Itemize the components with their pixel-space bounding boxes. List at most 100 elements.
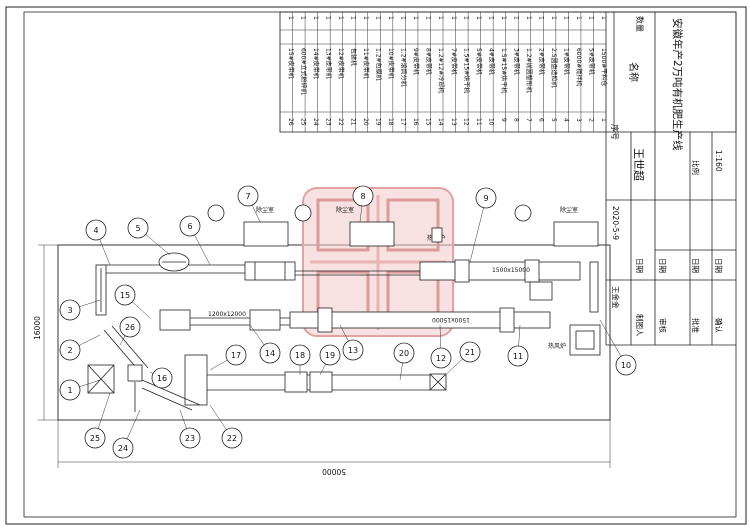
bom-item-number: 22 <box>337 118 344 126</box>
bom-item-number: 16 <box>412 118 419 126</box>
bom-item-number: 15 <box>425 118 432 126</box>
callout-circle <box>179 215 201 237</box>
dust-room-label-3: 除尘室 <box>560 206 578 214</box>
callout-number: 10 <box>621 361 631 370</box>
row-label-approve: 批准 <box>691 318 701 333</box>
callout-number: 6 <box>187 222 192 231</box>
dim-height-label: 16000 <box>33 316 42 340</box>
bom-item-qty: 1 <box>525 16 532 20</box>
bom-item-qty: 1 <box>312 16 319 20</box>
date-label-0: 日期 <box>635 258 644 273</box>
bom-item-number: 3 <box>575 118 582 122</box>
bom-item-number: 24 <box>312 118 319 126</box>
bom-item-number: 7 <box>525 118 532 122</box>
bom-header-qty: 数量 <box>635 16 645 32</box>
callout-number: 7 <box>245 192 250 201</box>
bom-item-name: 1.2#抛圆整形机 <box>525 48 533 93</box>
bom-item-number: 17 <box>400 118 407 126</box>
bom-item-qty: 1 <box>387 16 394 20</box>
callout-number: 17 <box>231 351 241 360</box>
bom-item-number: 18 <box>387 118 394 126</box>
bom-item-qty: 1 <box>538 16 545 20</box>
callout-circle <box>430 347 452 369</box>
callout-number: 20 <box>399 349 409 358</box>
callout-number: 4 <box>93 226 98 235</box>
bom-item-name: 600#立式粉碎机 <box>299 48 307 94</box>
engineer-name: 王金金 <box>611 286 621 309</box>
bom-item-qty: 1 <box>600 16 607 20</box>
row-label-review: 审核 <box>658 318 668 333</box>
callout-circle <box>59 379 81 401</box>
callout-number: 2 <box>67 346 72 355</box>
callout-number: 22 <box>227 434 237 443</box>
bom-item-name: 1.2#12#冷却机 <box>437 48 445 93</box>
bom-item-name: 1500#平料仓 <box>600 48 608 86</box>
dimension-width: 50000 <box>57 420 611 476</box>
callout-circle <box>221 427 243 449</box>
callout-number: 12 <box>436 354 446 363</box>
bom-item-qty: 1 <box>437 16 444 20</box>
bom-item-number: 4 <box>563 118 570 122</box>
callout-circle <box>85 219 107 241</box>
bom-item-number: 10 <box>487 118 494 126</box>
callout-number: 9 <box>483 194 488 203</box>
callout-number: 3 <box>67 306 72 315</box>
bom-item-qty: 1 <box>588 16 595 20</box>
callout-number: 21 <box>465 348 475 357</box>
bom-item-qty: 1 <box>500 16 507 20</box>
title-block: 王世超 比例 1:160 2020-5-9 日期 日期 日期 王金金 制图人 审… <box>605 132 736 346</box>
dryer-1-dim: 1500x15000 <box>492 267 530 274</box>
scale-label: 比例 <box>691 160 701 175</box>
row-label-confirm: 确认 <box>714 318 724 333</box>
callout-circle <box>615 354 637 376</box>
date-label-2: 日期 <box>691 258 700 273</box>
callout-circle <box>459 341 481 363</box>
bom-item-name: 5#皮带机 <box>588 48 596 75</box>
bom-item-name: 11#皮带机 <box>362 48 370 79</box>
bom-item-number: 25 <box>299 118 306 126</box>
date-label-3: 日期 <box>714 258 723 273</box>
callout-circle <box>319 344 341 366</box>
callout-circle <box>342 339 364 361</box>
bom-item-name: 10#皮带机 <box>387 48 395 79</box>
callout-circle <box>119 316 141 338</box>
bom-item-number: 8 <box>512 118 519 122</box>
callout-circle <box>151 367 173 389</box>
bill-of-materials-table: 11500#平料仓125#皮带机136000#搅拌机141#皮带机152.5圆盘… <box>279 11 737 151</box>
bom-item-name: 4#皮带机 <box>487 48 495 75</box>
callout-circle <box>393 342 415 364</box>
company-seal-stamp <box>302 187 454 337</box>
bom-item-number: 6 <box>538 118 545 122</box>
callout-circle <box>507 345 529 367</box>
bom-item-name: 9#皮带机 <box>412 48 420 75</box>
bom-item-name: 1.5#15#烘干机 <box>462 48 470 93</box>
bom-item-name: 2.5圆盘造粒机 <box>550 48 558 88</box>
bom-header-name: 名称 <box>627 62 640 82</box>
bom-item-name: 1.2#滚筒分机 <box>400 48 408 87</box>
bom-item-name: 8#皮带机 <box>425 48 433 75</box>
bom-item-name: 1#皮带机 <box>563 48 571 75</box>
dust-room-label-2: 除尘室 <box>336 206 354 214</box>
bom-item-number: 21 <box>349 118 356 126</box>
bom-item-name: 1.5#15#烘干机 <box>500 48 508 93</box>
bom-item-qty: 1 <box>324 16 331 20</box>
bom-item-qty: 1 <box>299 16 306 20</box>
callout-circle <box>237 185 259 207</box>
callout-number: 23 <box>185 434 195 443</box>
callout-number: 19 <box>325 351 335 360</box>
equipment-layout: 1500x15000 1500x15000 1200x12000 热风炉 热风炉 <box>87 234 601 412</box>
bom-item-name: 包装机 <box>349 48 357 66</box>
bom-item-number: 20 <box>362 118 369 126</box>
callout-number: 1 <box>67 386 72 395</box>
callout-circle <box>84 427 106 449</box>
callout-circle <box>259 342 281 364</box>
bom-item-qty: 1 <box>462 16 469 20</box>
dust-removal-rooms: 除尘室 除尘室 除尘室 <box>207 204 599 247</box>
callout-circle <box>127 217 149 239</box>
bom-item-number: 5 <box>550 118 557 122</box>
bom-item-name: 2#皮带机 <box>538 48 546 75</box>
bom-item-qty: 1 <box>400 16 407 20</box>
bom-item-number: 9 <box>500 118 507 122</box>
bom-item-qty: 1 <box>550 16 557 20</box>
